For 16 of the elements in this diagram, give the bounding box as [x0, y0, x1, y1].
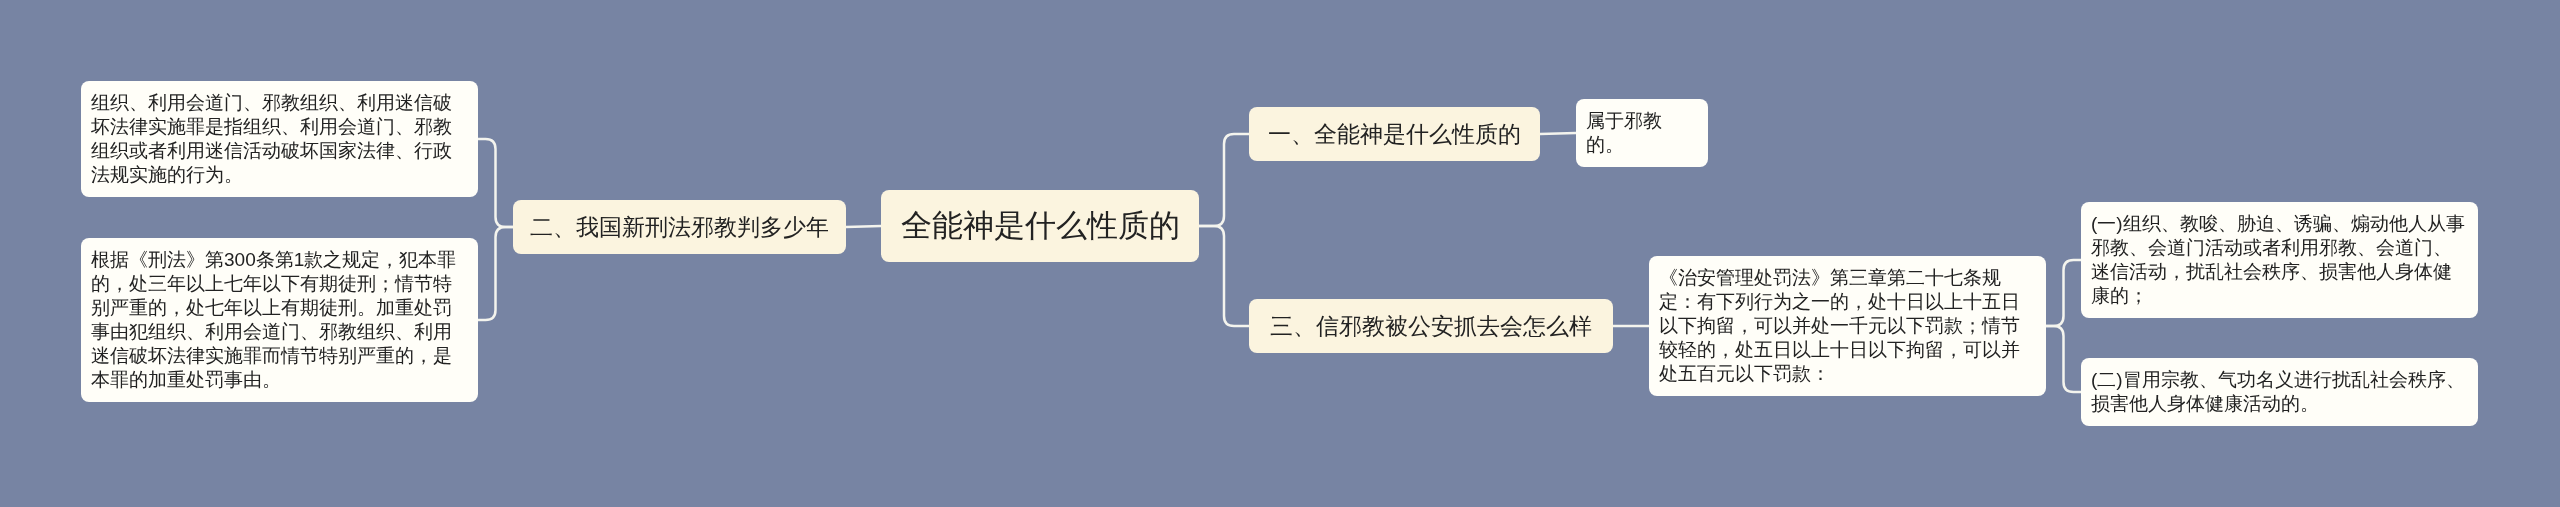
connector-line: [1199, 224, 1249, 328]
note-box: 《治安管理处罚法》第三章第二十七条规定：有下列行为之一的，处十日以上十五日以下拘留，可以并处一千元以下罚款；情节较轻的，处五日以上十日以下拘留，可以并处五百元以下罚款：: [1649, 256, 2046, 396]
topic-box: 二、我国新刑法邪教判多少年: [513, 200, 846, 254]
topic-box: 三、信邪教被公安抓去会怎么样: [1249, 299, 1613, 353]
connector-line: [1539, 131, 1577, 136]
note-box: 属于邪教的。: [1576, 99, 1708, 167]
connector-line: [478, 225, 513, 322]
note-box: 组织、利用会道门、邪教组织、利用迷信破坏法律实施罪是指组织、利用会道门、邪教组织或者利用迷信活动破坏国家法律、行政法规实施的行为。: [81, 81, 478, 197]
note-box: (二)冒用宗教、气功名义进行扰乱社会秩序、损害他人身体健康活动的。: [2081, 358, 2478, 426]
topic-box: 一、全能神是什么性质的: [1249, 107, 1540, 161]
connector-line: [2046, 324, 2081, 394]
connector-line: [845, 224, 882, 229]
central-topic-box: 全能神是什么性质的: [881, 190, 1199, 262]
connector-line: [1613, 324, 1649, 328]
note-box: (一)组织、教唆、胁迫、诱骗、煽动他人从事邪教、会道门活动或者利用邪教、会道门、迷信活动，扰乱社会秩序、损害他人身体健康的；: [2081, 202, 2478, 318]
note-box: 根据《刑法》第300条第1款之规定，犯本罪的，处三年以上七年以下有期徒刑；情节特别严重的，处七年以上有期徒刑。加重处罚事由犯组织、利用会道门、邪教组织、利用迷信破坏法律实施罪而情节特别严重的，是本罪的加重处罚事由。: [81, 238, 478, 402]
